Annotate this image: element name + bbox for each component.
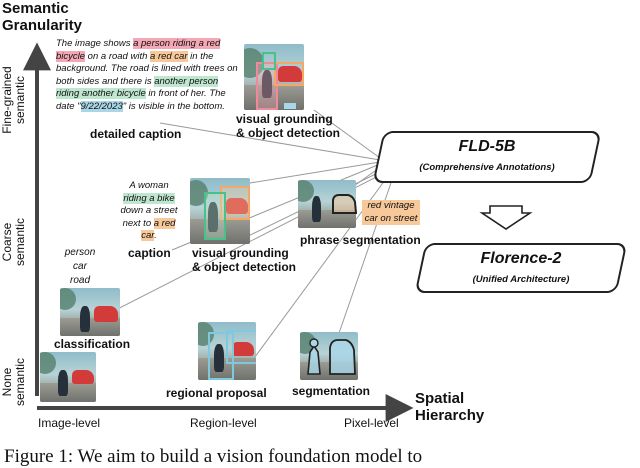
label-segmentation: segmentation [292,384,371,398]
classification-words: person car road [64,247,96,286]
y-axis-title: Semantic Granularity [2,0,83,34]
down-arrow-icon [479,205,533,230]
photo-regional-proposal [198,322,256,380]
photo-classification [60,288,120,336]
x-level-region: Region-level [190,416,257,430]
highlight-riding-bike: riding a bike [123,192,175,204]
florence-2-subtitle: (Unified Architecture) [472,274,570,285]
x-level-pixel: Pixel-level [344,416,399,430]
photo-visual-grounding-top [244,44,304,110]
car-outline-icon [332,194,358,214]
figure-caption: Figure 1: We aim to build a vision found… [4,446,423,467]
label-visual-grounding-top: visual grounding& object detection [236,112,341,140]
highlight-red-car: a red car [150,50,188,62]
x-axis-title: Spatial Hierarchy [415,390,485,424]
phrase-text: red vintage car on street [362,200,420,225]
x-level-image: Image-level [38,416,101,430]
label-phrase-segmentation: phrase segmentation [300,233,421,247]
label-visual-grounding-mid: visual grounding& object detection [192,246,297,274]
fld-5b-title: FLD-5B [458,138,516,155]
date-tag [284,103,296,109]
segmentation-mask-icon [307,338,356,375]
fld-5b-subtitle: (Comprehensive Annotations) [419,162,555,173]
label-classification: classification [54,337,131,351]
short-caption-text: A woman riding a bike down a street next… [120,180,178,241]
photo-image-level [40,352,96,402]
label-regional-proposal: regional proposal [166,386,267,400]
label-detailed-caption: detailed caption [90,127,182,141]
label-caption: caption [128,246,171,260]
photo-visual-grounding-mid [190,178,250,244]
florence-2-title: Florence-2 [480,250,562,267]
highlight-date: 9/22/2023 [80,100,123,112]
photo-phrase-segmentation [298,180,356,228]
detailed-caption-text: The image shows a person riding a red bi… [56,38,238,112]
